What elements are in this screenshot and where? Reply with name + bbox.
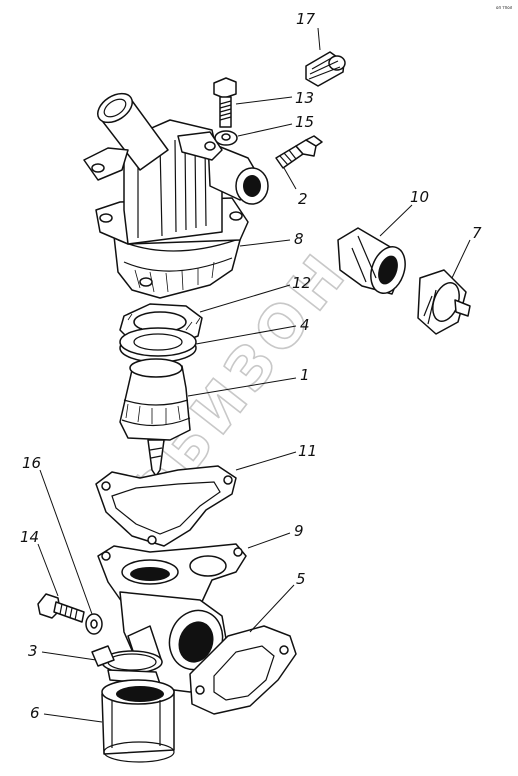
leader-lines [37, 27, 471, 723]
label-2: 2 [298, 190, 308, 208]
part-labels: 17 13 15 2 8 10 7 12 4 1 16 11 14 9 5 3 … [20, 10, 482, 722]
label-17: 17 [296, 10, 316, 28]
part-10-sleeve [337, 227, 406, 295]
label-10: 10 [410, 188, 429, 206]
part-15-washer [214, 130, 238, 146]
part-7-clamp [417, 269, 471, 335]
corner-mark: оп тпол [496, 5, 513, 10]
label-6: 6 [30, 704, 40, 722]
part-8-thermostat-housing [83, 92, 269, 299]
label-4: 4 [300, 316, 310, 334]
label-1: 1 [300, 366, 310, 384]
part-17-plug [305, 51, 346, 87]
part-14-bolt [37, 593, 85, 623]
part-11-gasket [95, 465, 237, 547]
part-16-washer [85, 613, 103, 635]
label-13: 13 [295, 89, 314, 107]
part-2-temperature-sensor [275, 135, 323, 169]
part-13-bolt [213, 77, 237, 128]
part-5-flange-gasket [189, 625, 297, 715]
label-16: 16 [22, 454, 41, 472]
part-6-hose [101, 679, 175, 763]
label-15: 15 [295, 113, 314, 131]
part-1-thermostat [119, 358, 191, 477]
label-11: 11 [298, 442, 317, 460]
part-4-seal-ring [119, 327, 197, 363]
label-9: 9 [294, 522, 304, 540]
label-7: 7 [472, 224, 482, 242]
label-8: 8 [294, 230, 304, 248]
label-5: 5 [296, 570, 306, 588]
label-3: 3 [28, 642, 38, 660]
label-14: 14 [20, 528, 39, 546]
label-12: 12 [292, 274, 311, 292]
